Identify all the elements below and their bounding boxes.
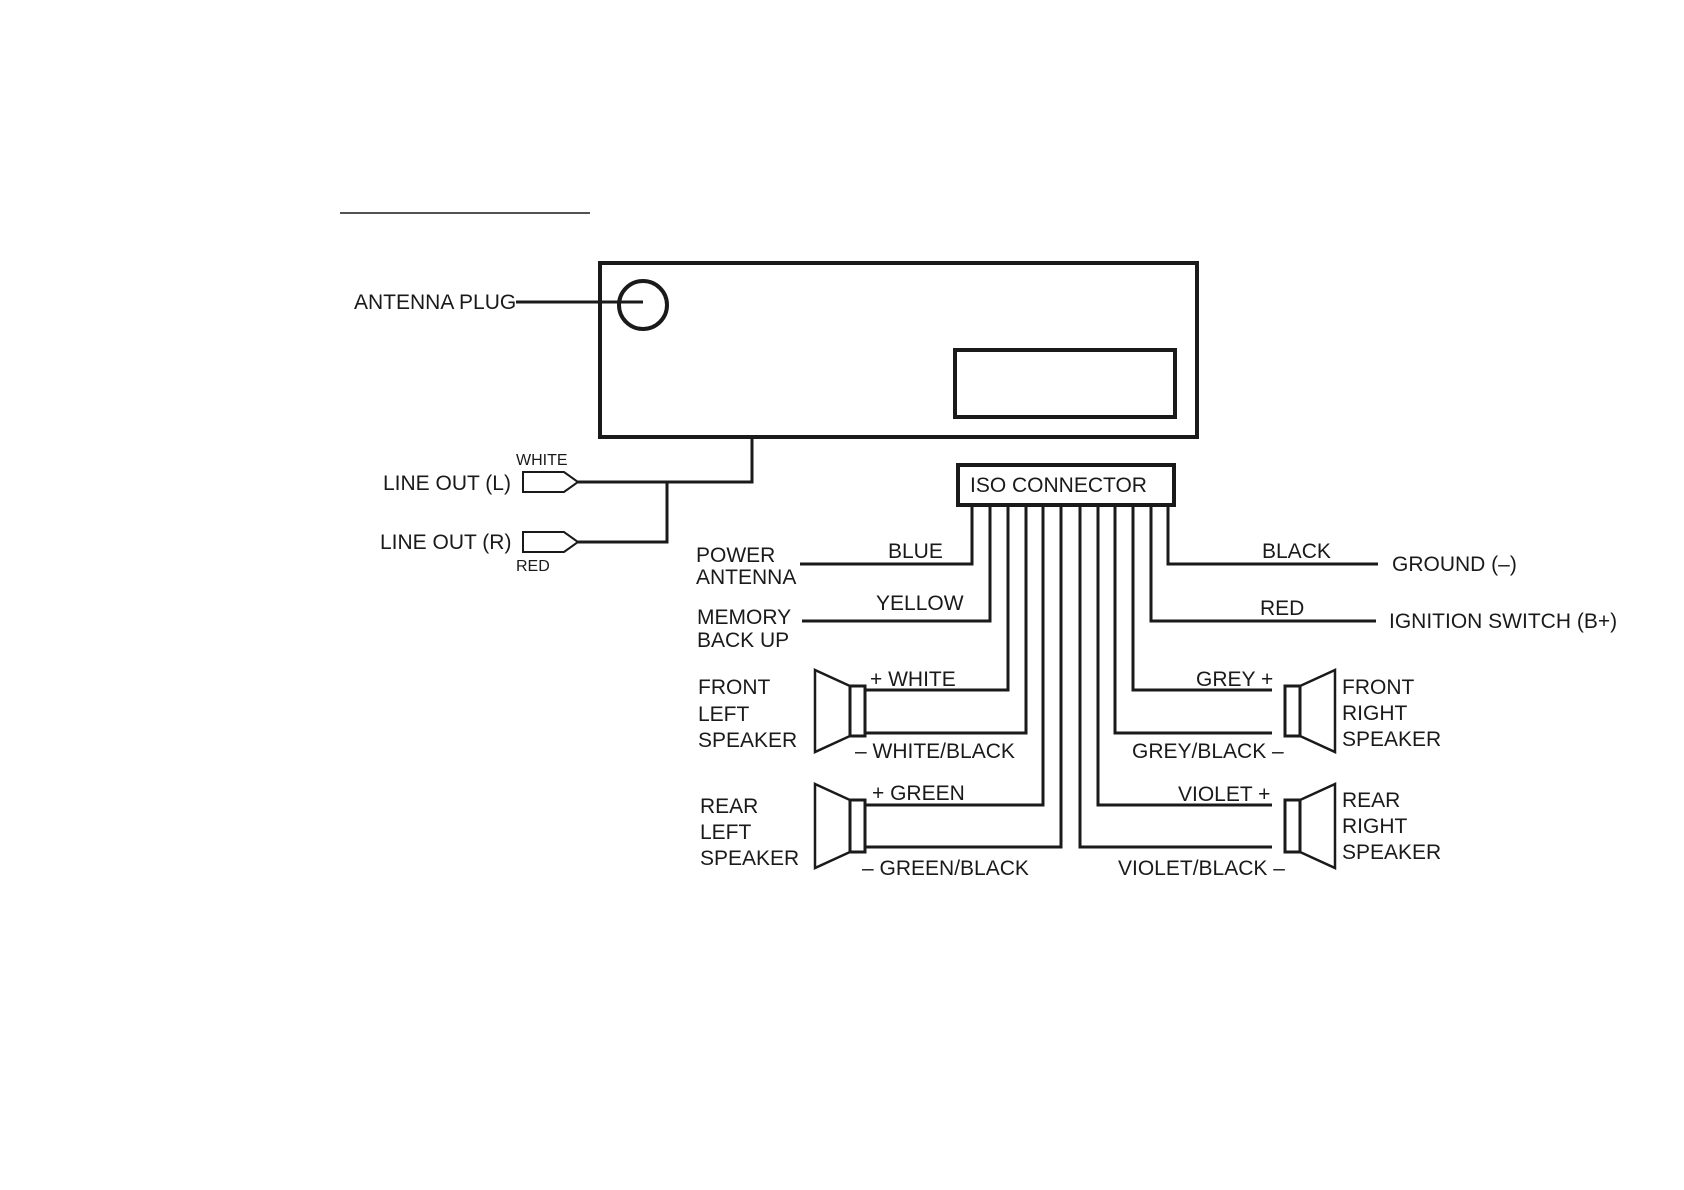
power-label: POWER <box>696 544 775 567</box>
yellow-label: YELLOW <box>876 592 964 615</box>
wire-red <box>1149 505 1376 623</box>
wire-black <box>1166 505 1378 566</box>
line-out-r-label: LINE OUT (R) <box>380 531 511 554</box>
head-unit <box>598 261 1199 439</box>
line-out-l-label: LINE OUT (L) <box>383 472 511 495</box>
fl-label-2: LEFT <box>698 703 750 726</box>
line-out-branch <box>578 482 669 544</box>
antenna-label: ANTENNA <box>696 566 796 589</box>
wire-violet-black <box>1078 505 1272 849</box>
fr-label-2: RIGHT <box>1342 702 1408 725</box>
rr-label-1: REAR <box>1342 789 1400 812</box>
rear-right-speaker-icon <box>1283 782 1337 870</box>
rca-plug-white <box>522 471 580 493</box>
back-up-label: BACK UP <box>697 629 789 652</box>
black-label: BLACK <box>1262 540 1331 563</box>
white-plug-label: WHITE <box>516 452 568 469</box>
front-right-speaker-icon <box>1283 668 1337 754</box>
grey-black-label: GREY/BLACK – <box>1132 740 1284 763</box>
line-out-trunk <box>578 437 754 484</box>
fr-label-3: SPEAKER <box>1342 728 1441 751</box>
wire-violet <box>1096 505 1272 807</box>
front-left-speaker-icon <box>813 668 867 754</box>
wire-yellow <box>802 505 992 623</box>
rear-left-speaker-icon <box>813 782 867 870</box>
memory-label: MEMORY <box>697 606 791 629</box>
white-black-label: – WHITE/BLACK <box>855 740 1015 763</box>
antenna-plug-socket <box>617 279 669 331</box>
ground-label: GROUND (–) <box>1392 553 1517 576</box>
fl-label-3: SPEAKER <box>698 729 797 752</box>
wire-grey <box>1131 505 1272 692</box>
grey-plus-label: GREY + <box>1196 668 1273 691</box>
fl-label-1: FRONT <box>698 676 770 699</box>
iso-connector-label: ISO CONNECTOR <box>970 474 1147 497</box>
iso-connector <box>956 463 1176 507</box>
wire-green <box>865 505 1045 807</box>
fr-label-1: FRONT <box>1342 676 1414 699</box>
wire-white <box>865 505 1010 692</box>
ignition-label: IGNITION SWITCH (B+) <box>1389 610 1617 633</box>
wire-white-black <box>865 505 1028 735</box>
antenna-plug-label: ANTENNA PLUG <box>354 291 516 314</box>
wire-grey-black <box>1113 505 1272 735</box>
wire-blue <box>800 505 974 566</box>
rl-label-3: SPEAKER <box>700 847 799 870</box>
red-plug-label: RED <box>516 558 550 575</box>
rl-label-2: LEFT <box>700 821 752 844</box>
violet-plus-label: VIOLET + <box>1178 783 1270 806</box>
blue-label: BLUE <box>888 540 943 563</box>
wire-green-black <box>865 505 1063 849</box>
red-label: RED <box>1260 597 1304 620</box>
rr-label-2: RIGHT <box>1342 815 1408 838</box>
head-unit-display <box>953 348 1177 419</box>
green-plus-label: + GREEN <box>872 782 965 805</box>
rca-plug-red <box>522 531 580 553</box>
green-black-label: – GREEN/BLACK <box>862 857 1029 880</box>
violet-black-label: VIOLET/BLACK – <box>1118 857 1285 880</box>
rr-label-3: SPEAKER <box>1342 841 1441 864</box>
rl-label-1: REAR <box>700 795 758 818</box>
white-plus-label: + WHITE <box>870 668 956 691</box>
